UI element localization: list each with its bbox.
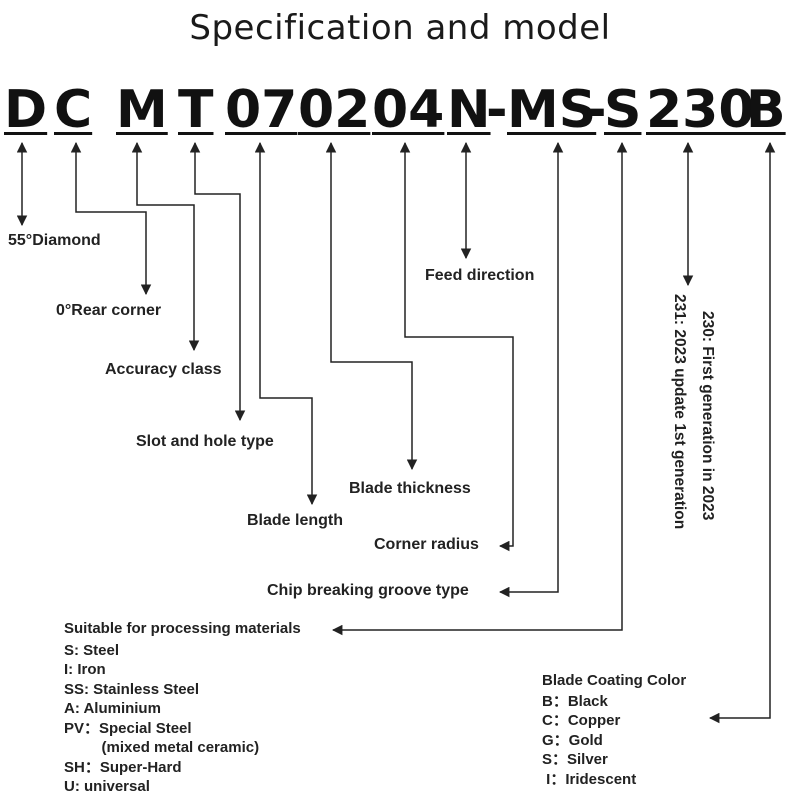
code-230: 230 — [646, 80, 755, 140]
line-coating — [708, 141, 776, 724]
materials-item: S: Steel — [64, 641, 120, 659]
code-b: B — [746, 80, 786, 140]
line-slot-hole — [189, 141, 246, 422]
code-c: C — [54, 80, 93, 140]
materials-item: I: Iron — [64, 661, 106, 678]
coating-block: Blade Coating Color B：Black C：Copper G：G… — [542, 671, 686, 789]
label-gen-231: 231: 2023 update 1st generation — [671, 294, 688, 530]
materials-heading: Suitable for processing materials — [64, 620, 301, 637]
code-t: T — [178, 80, 214, 140]
label-gen-230: 230: First generation in 2023 — [699, 311, 716, 521]
code-m: M — [116, 80, 168, 140]
line-chip-groove — [498, 141, 564, 598]
coating-heading: Blade Coating Color — [542, 672, 687, 689]
label-rear-corner: 0°Rear corner — [56, 302, 162, 319]
code-04: 04 — [372, 80, 445, 140]
materials-item: PV：Special Steel — [64, 719, 192, 737]
materials-block: Suitable for processing materials S: Ste… — [64, 619, 301, 797]
coating-item: I：Iridescent — [542, 770, 637, 788]
page-title: Specification and model — [189, 8, 611, 48]
code-s: S — [604, 80, 642, 140]
label-chip-groove: Chip breaking groove type — [267, 582, 469, 599]
code-d: D — [4, 80, 48, 140]
line-materials — [331, 141, 628, 636]
coating-item: S：Silver — [542, 751, 608, 768]
code-dash-1: - — [486, 80, 508, 140]
coating-item: G：Gold — [542, 731, 603, 749]
materials-item: A: Aluminium — [64, 700, 161, 717]
label-blade-length: Blade length — [247, 512, 344, 529]
code-02: 02 — [298, 80, 371, 140]
line-blade-thickness — [325, 141, 418, 471]
line-rear-corner — [70, 141, 152, 296]
coating-item: B：Black — [542, 692, 608, 710]
label-corner-radius: Corner radius — [374, 536, 479, 553]
code-dash-2: - — [585, 80, 607, 140]
label-diamond: 55°Diamond — [8, 232, 101, 249]
coating-item: C：Copper — [542, 712, 621, 729]
materials-item: (mixed metal ceramic) — [64, 739, 260, 756]
materials-item: SH：Super-Hard — [64, 758, 182, 776]
code-07: 07 — [225, 80, 298, 140]
label-feed-direction: Feed direction — [425, 267, 535, 284]
materials-item: SS: Stainless Steel — [64, 680, 200, 698]
code-n: N — [447, 80, 491, 140]
line-blade-length — [254, 141, 318, 506]
materials-item: U: universal — [64, 778, 150, 795]
label-slot-hole: Slot and hole type — [136, 433, 274, 450]
code-ms: MS — [507, 80, 597, 140]
label-blade-thickness: Blade thickness — [349, 480, 471, 497]
label-accuracy: Accuracy class — [105, 361, 222, 378]
